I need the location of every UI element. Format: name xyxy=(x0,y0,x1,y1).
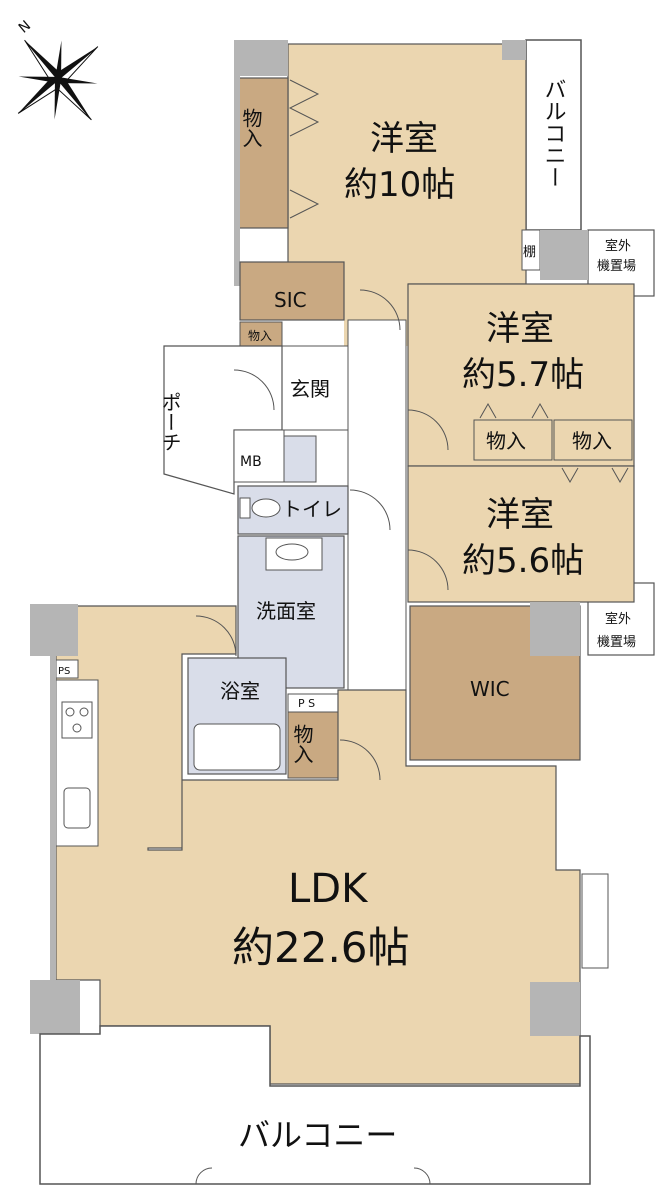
wall-left-ldk xyxy=(50,656,56,980)
wall-col-ldk-left xyxy=(30,980,80,1034)
western-room-3-name: 洋室 xyxy=(486,495,554,535)
closet-small-label: 物入 xyxy=(248,329,272,343)
wall-col-ldk-right xyxy=(530,982,580,1036)
lower-balcony-label: バルコニー xyxy=(238,1116,397,1154)
porch-label: ポーチ xyxy=(158,392,182,452)
wall-left-room1 xyxy=(234,76,240,286)
western-room-3 xyxy=(407,465,635,603)
closet-room-1 xyxy=(237,77,289,229)
lower-balcony xyxy=(39,1025,591,1185)
closet-room-2b-label: 物入 xyxy=(572,429,612,453)
pipe-space-2-label: P S xyxy=(298,697,315,710)
upper-balcony-label: バルコニー xyxy=(541,78,566,188)
kitchen-sink-icon xyxy=(63,787,91,829)
sic-label: SIC xyxy=(274,288,307,312)
entrance-sink xyxy=(283,435,317,483)
outdoor-unit-bottom-line1: 室外 xyxy=(605,611,631,627)
hallway xyxy=(347,319,407,691)
meter-box-label: MB xyxy=(240,454,262,470)
closet-room-2a-label: 物入 xyxy=(486,429,526,453)
ldk-size: 約22.6帖 xyxy=(232,923,410,972)
closet-room-2b xyxy=(553,419,633,461)
western-room-1-name: 洋室 xyxy=(370,119,438,159)
western-room-1-size: 約10帖 xyxy=(344,165,455,205)
toilet-label: トイレ xyxy=(282,497,342,521)
wall-col-wic xyxy=(530,602,580,656)
western-room-2-name: 洋室 xyxy=(486,309,554,349)
closet-room-1-label: 物入 xyxy=(239,108,263,148)
compass: N xyxy=(16,18,99,121)
stove-icon xyxy=(61,701,93,739)
entrance-label: 玄関 xyxy=(290,377,330,401)
compass-rose-icon xyxy=(17,39,99,121)
closet-small xyxy=(239,321,283,347)
closet-room-2a xyxy=(473,419,553,461)
outdoor-unit-top-line1: 室外 xyxy=(605,238,631,254)
sic xyxy=(239,261,345,321)
ldk xyxy=(55,605,581,1085)
meter-box xyxy=(233,429,285,483)
entrance xyxy=(281,345,349,431)
shelf-label: 棚 xyxy=(523,245,536,260)
western-room-2-size: 約5.7帖 xyxy=(462,355,584,395)
ldk-name: LDK xyxy=(288,866,369,912)
wic-label: WIC xyxy=(470,677,510,701)
wic xyxy=(409,605,581,761)
closet-bath-label: 物入 xyxy=(290,724,314,764)
bay-window xyxy=(581,873,609,969)
washroom-label: 洗面室 xyxy=(256,599,316,623)
compass-north-label: N xyxy=(16,18,34,37)
wall-top-right xyxy=(502,40,526,60)
toilet-bowl-icon xyxy=(251,498,281,518)
pipe-space-kitchen-label: PS xyxy=(58,666,70,677)
wall-top-left xyxy=(234,40,288,76)
bathtub-icon xyxy=(193,723,281,771)
wall-col-ldk-top xyxy=(30,604,78,656)
bathroom-label: 浴室 xyxy=(220,679,260,703)
wall-col-right xyxy=(540,230,588,280)
western-room-3-size: 約5.6帖 xyxy=(462,541,584,581)
outdoor-unit-bottom-line2: 機置場 xyxy=(597,635,636,650)
outdoor-unit-top-line2: 機置場 xyxy=(597,259,636,274)
